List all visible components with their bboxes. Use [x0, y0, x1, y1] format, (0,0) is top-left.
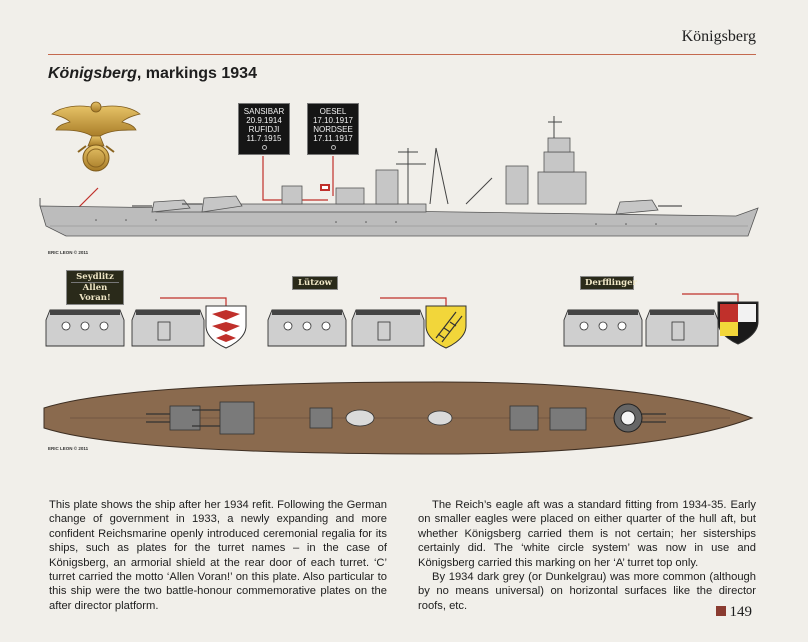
honour-plate-2-line: 17.11.1917 — [313, 134, 353, 143]
turret-nameplate-seydlitz: Seydlitz Allen Voran! — [66, 270, 124, 305]
ship-plan-view — [43, 381, 754, 455]
paragraph: This plate shows the ship after her 1934… — [49, 499, 387, 612]
profile-credit: ERIC LEON © 2011 — [48, 250, 89, 255]
reich-eagle-icon — [51, 101, 141, 172]
honour-plate-1-circle — [261, 145, 267, 150]
honour-plate-2-circle — [330, 145, 336, 150]
honour-plate-2-line: 17.10.1917 — [312, 116, 354, 125]
turret-name: Lützow — [298, 278, 332, 288]
turret-motto: Allen Voran! — [71, 282, 119, 303]
turret-nameplate-derfflinger: Derfflinger — [580, 276, 637, 290]
plan-credit: ERIC LEON © 2011 — [48, 446, 89, 451]
honour-plate-1-line: 11.7.1915 — [246, 134, 282, 143]
turret-name: Seydlitz — [76, 272, 114, 282]
paragraph: The Reich’s eagle aft was a standard fit… — [418, 499, 756, 569]
body-text-right: The Reich’s eagle aft was a standard fit… — [418, 498, 756, 613]
ship-profile — [39, 116, 759, 237]
plate-title-ship: Königsberg — [48, 65, 137, 82]
running-head: Königsberg — [681, 28, 756, 45]
honour-plate-2-line: OESEL — [319, 107, 347, 116]
page-number-value: 149 — [729, 604, 753, 620]
turret-name: Derfflinger — [585, 278, 637, 288]
honour-plate-1-line: 20.9.1914 — [246, 116, 282, 125]
honour-plate-1-line: SANSIBAR — [243, 107, 285, 116]
plate-title: Königsberg, markings 1934 — [48, 65, 257, 83]
body-text-left: This plate shows the ship after her 1934… — [49, 498, 387, 613]
page-number: 149 — [715, 604, 753, 621]
honour-plate-2-line: NORDSEE — [313, 125, 353, 134]
plate-title-rest: , markings 1934 — [136, 65, 257, 82]
page-marker-icon — [715, 606, 726, 616]
honour-plate-1-line: RUFIDJI — [248, 125, 280, 134]
header-rule — [48, 54, 756, 55]
honour-plate-2: OESEL 17.10.1917 NORDSEE 17.11.1917 — [307, 103, 359, 155]
paragraph: By 1934 dark grey (or Dunkelgrau) was mo… — [418, 571, 756, 612]
turret-details-row — [45, 293, 759, 349]
turret-nameplate-lutzow: Lützow — [292, 276, 338, 290]
honour-plate-1: SANSIBAR 20.9.1914 RUFIDJI 11.7.1915 — [238, 103, 290, 155]
